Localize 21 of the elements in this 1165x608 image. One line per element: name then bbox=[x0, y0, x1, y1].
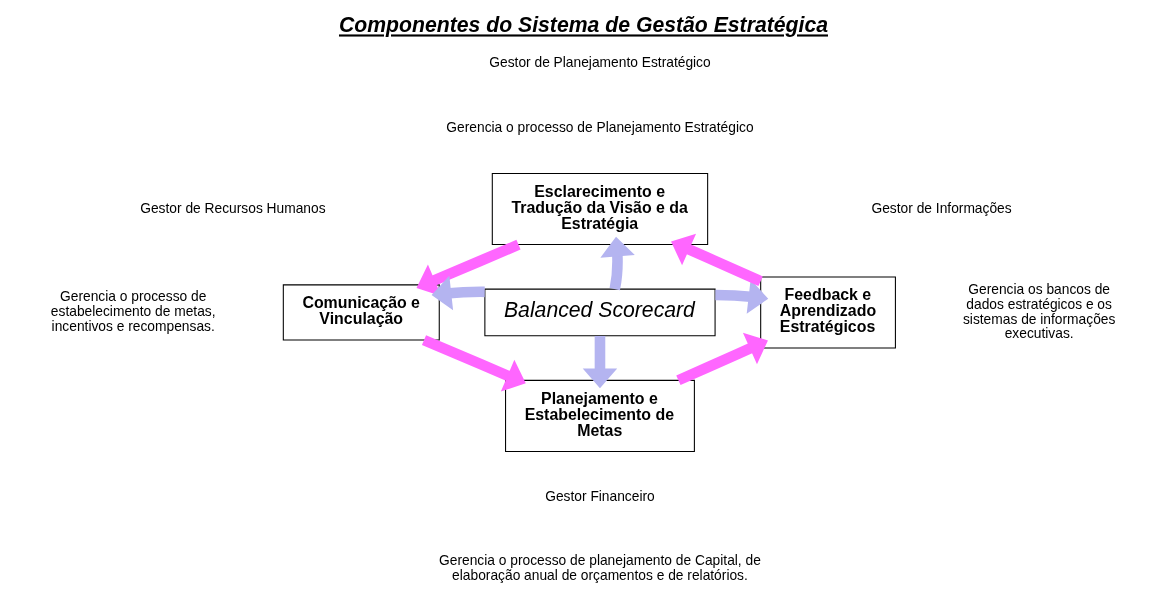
arrow bbox=[599, 236, 635, 291]
label: Gerencia o processo de Planejamento Estratégico bbox=[445, 119, 754, 135]
label: Gerencia o processo de estabelecimento de metas, incentivos e recompensas. bbox=[50, 289, 216, 334]
node-box: Planejamento e Estabelecimento de Metas bbox=[504, 379, 695, 452]
arrow bbox=[582, 336, 617, 389]
label: Gestor Financeiro bbox=[544, 488, 655, 504]
label: Gerencia os bancos de dados estratégicos e os sistemas de informações executivas. bbox=[962, 281, 1115, 342]
label: Gestor de Planejamento Estratégico bbox=[488, 54, 711, 70]
label: Gerencia o processo de planejamento de Capital, de elaboração anual de orçamentos e de relatórios. bbox=[438, 553, 761, 584]
arrow bbox=[416, 239, 521, 297]
label: Gestor de Informações bbox=[870, 200, 1012, 216]
arrow bbox=[431, 275, 485, 311]
arrow bbox=[675, 332, 768, 386]
arrow bbox=[670, 233, 763, 287]
node-box: Comunicação e Vinculação bbox=[282, 284, 440, 341]
label: Gestor de Recursos Humanos bbox=[139, 200, 326, 216]
node-box: Balanced Scorecard bbox=[483, 288, 716, 337]
node-box: Feedback e Aprendizado Estratégicos bbox=[759, 276, 896, 349]
arrow bbox=[421, 335, 526, 392]
diagram-title: Componentes do Sistema de Gestão Estratégica bbox=[338, 13, 828, 37]
node-box: Esclarecimento e Tradução da Visão e da Estratégia bbox=[491, 173, 708, 246]
